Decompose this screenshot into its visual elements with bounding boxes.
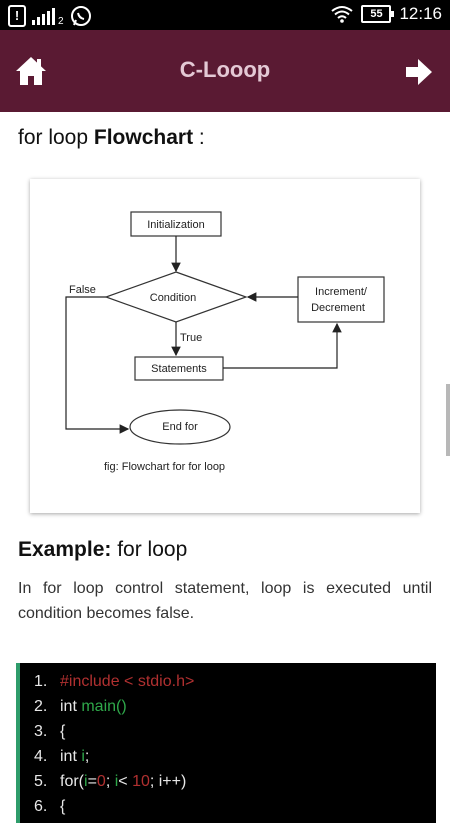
code-token: ; i++) <box>149 773 187 790</box>
statements-label: Statements <box>151 363 207 375</box>
end-for-ellipse <box>129 409 231 445</box>
line-number: 5. <box>34 773 48 790</box>
code-token: ; <box>84 748 90 765</box>
code-line: 2. int main() <box>34 698 127 716</box>
initialization-label: Initialization <box>147 219 204 231</box>
code-token: main() <box>81 698 127 715</box>
false-label: False <box>69 284 96 296</box>
code-token: i <box>81 748 85 765</box>
code-token: 10 <box>132 773 150 790</box>
code-token: #include <box>60 673 125 690</box>
code-token: ; <box>105 773 115 790</box>
code-token: i <box>114 773 119 790</box>
content-area[interactable]: for loop Flowchart : Initialization Cond… <box>0 112 450 823</box>
scrollbar[interactable] <box>446 384 450 456</box>
initialization-box <box>130 211 222 237</box>
code-token: < <box>118 773 133 790</box>
status-right: 55 12:16 <box>331 4 442 24</box>
code-token: for( <box>60 773 84 790</box>
example-heading: Example: for loop <box>18 538 188 561</box>
alert-icon: ! <box>8 5 26 27</box>
code-token: int <box>60 698 82 715</box>
sim-label: 2 <box>58 15 64 27</box>
code-line: 4. int i; <box>34 748 89 766</box>
clock: 12:16 <box>399 4 442 23</box>
example-paragraph: In for loop control statement, loop is e… <box>18 580 432 622</box>
whatsapp-icon <box>70 6 91 26</box>
increment-label-2: Decrement <box>311 302 365 314</box>
line-number: 6. <box>34 798 48 815</box>
code-line: 3. { <box>34 723 65 741</box>
flowchart-figure: Initialization Condition Increment/ Decr… <box>30 179 420 513</box>
arrow-right-icon[interactable] <box>404 57 434 87</box>
flowchart-heading: for loop Flowchart : <box>18 126 205 149</box>
status-left: ! 2 <box>8 5 92 27</box>
signal-icon <box>32 7 55 25</box>
status-bar: ! 2 55 12:16 <box>0 0 450 30</box>
code-token: < stdio.h> <box>124 673 195 690</box>
figure-caption: fig: Flowchart for for loop <box>104 461 225 473</box>
app-bar: C-Looop <box>0 30 450 112</box>
app-title: C-Looop <box>179 57 271 82</box>
code-token: int <box>60 748 82 765</box>
battery-icon: 55 <box>361 5 395 23</box>
code-block: 1. #include < stdio.h> 2. int main() 3. {4. in… <box>16 663 436 823</box>
wifi-icon <box>331 6 354 23</box>
increment-box <box>297 276 385 323</box>
line-number: 3. <box>34 723 48 740</box>
end-for-label: End for <box>162 421 198 433</box>
code-line: 6. { <box>34 798 65 816</box>
code-token: = <box>87 773 97 790</box>
true-label: True <box>180 332 202 344</box>
code-token: 0 <box>96 773 106 790</box>
code-line: 1. #include < stdio.h> <box>34 673 194 691</box>
code-token: i <box>84 773 88 790</box>
line-number: 4. <box>34 748 48 765</box>
condition-label: Condition <box>150 292 196 304</box>
code-line: 5.for(i=0; i< 10; i++) <box>34 773 186 791</box>
home-icon[interactable] <box>14 55 48 87</box>
increment-label-1: Increment/ <box>315 286 368 298</box>
line-number: 1. <box>34 673 48 690</box>
code-token: { <box>60 723 66 740</box>
code-token: { <box>60 798 66 815</box>
flowchart-diagram: Initialization Condition Increment/ Decr… <box>65 211 385 473</box>
line-number: 2. <box>34 698 48 715</box>
